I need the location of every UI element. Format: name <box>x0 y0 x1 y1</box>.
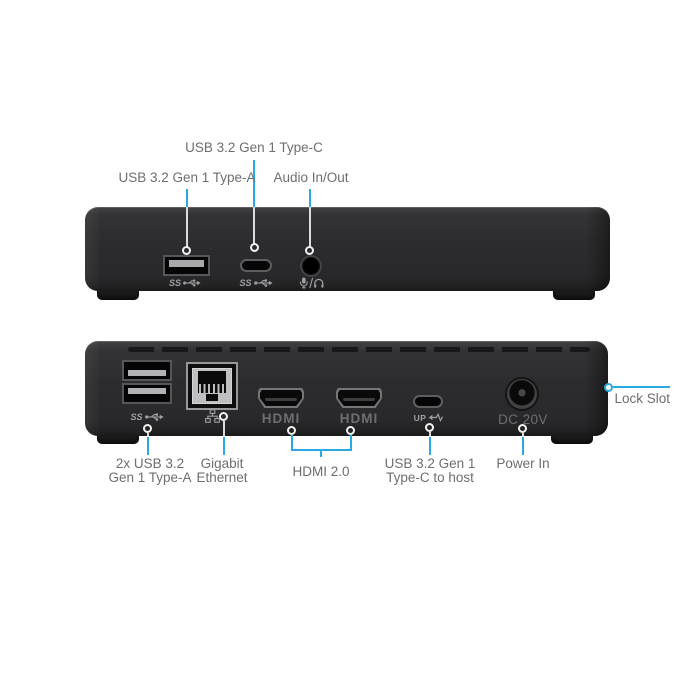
ss-usb-icon: SS <box>129 411 165 423</box>
callout-dot <box>143 424 152 433</box>
usb-c-port-front <box>240 259 272 272</box>
callout-line <box>522 437 524 455</box>
usb-a-port-front <box>163 255 210 276</box>
callout-line <box>223 421 225 437</box>
usb-a-tongue <box>128 388 166 394</box>
usb-a-port-back-bottom <box>122 383 172 404</box>
callout-dot <box>346 426 355 435</box>
callout-line <box>613 386 670 388</box>
front-panel: SS SS <box>85 207 610 291</box>
hdmi-port-2 <box>336 388 382 408</box>
callout-label-audio: Audio In/Out <box>273 170 349 185</box>
callout-dot <box>305 246 314 255</box>
usb-c-host-port <box>413 395 443 408</box>
usb-a-tongue <box>128 370 166 376</box>
callout-line <box>186 189 188 207</box>
callout-line <box>309 207 311 247</box>
hdmi-marking-2: HDMI <box>339 411 379 426</box>
callout-label-front-usb-a: USB 3.2 Gen 1 Type-A <box>118 170 256 185</box>
hdmi-marking-1: HDMI <box>261 411 301 426</box>
callout-dot <box>219 412 228 421</box>
dc-marking: DC 20V <box>498 412 548 427</box>
callout-line <box>291 435 293 450</box>
callout-line <box>253 160 255 207</box>
usb-a-port-back-top <box>122 360 172 381</box>
callout-label-hdmi: HDMI 2.0 <box>292 464 350 479</box>
usb-host-arrow-icon <box>429 413 444 422</box>
ss-usb-label: SS <box>239 278 252 288</box>
callout-label-power: Power In <box>496 456 550 471</box>
ethernet-port <box>186 362 238 410</box>
callout-line <box>223 437 225 455</box>
callout-label-usb-c-host: USB 3.2 Gen 1 Type-C to host <box>384 456 476 485</box>
callout-dot <box>250 243 259 252</box>
callout-label-front-usb-c: USB 3.2 Gen 1 Type-C <box>185 140 323 155</box>
callout-label-lock-slot: Lock Slot <box>614 391 670 406</box>
callout-line <box>147 437 149 455</box>
callout-label-ethernet: Gigabit Ethernet <box>196 456 248 485</box>
callout-line <box>350 435 352 450</box>
callout-line <box>429 437 431 455</box>
callout-line <box>186 207 188 247</box>
callout-dot <box>425 423 434 432</box>
ss-usb-icon: SS <box>237 277 275 289</box>
ss-usb-icon: SS <box>169 277 201 289</box>
ethernet-pin-block <box>198 371 226 393</box>
ss-usb-label: SS <box>169 278 182 288</box>
vent-grille <box>128 347 590 352</box>
callout-line <box>429 432 431 437</box>
callout-dot <box>182 246 191 255</box>
callout-dot <box>604 383 613 392</box>
mic-headphone-icon <box>298 276 325 289</box>
usb-a-ports-back <box>122 360 172 404</box>
ethernet-socket <box>192 368 232 404</box>
ss-usb-label: SS <box>130 412 143 422</box>
callout-dot <box>287 426 296 435</box>
callout-line <box>320 449 322 457</box>
usb-trident-icon <box>253 279 273 287</box>
hdmi-port-1 <box>258 388 304 408</box>
ethernet-icon <box>203 408 221 425</box>
usb-trident-icon <box>183 279 201 287</box>
power-jack <box>507 379 537 409</box>
up-label: UP <box>413 412 427 423</box>
usb-trident-icon <box>144 413 164 421</box>
callout-line <box>253 207 255 245</box>
usb-a-tongue <box>169 260 204 267</box>
usb-c-host-marking: UP <box>407 412 451 423</box>
audio-jack-port <box>300 255 322 277</box>
ethernet-clip-notch <box>206 394 218 401</box>
callout-line <box>147 433 149 437</box>
callout-dot <box>518 424 527 433</box>
ethernet-pins <box>199 384 225 393</box>
callout-line <box>309 189 311 207</box>
callout-label-back-usb-a: 2x USB 3.2 Gen 1 Type-A <box>108 456 192 485</box>
back-panel: HDMI HDMI UP SS <box>85 341 608 436</box>
callout-line <box>522 433 524 437</box>
